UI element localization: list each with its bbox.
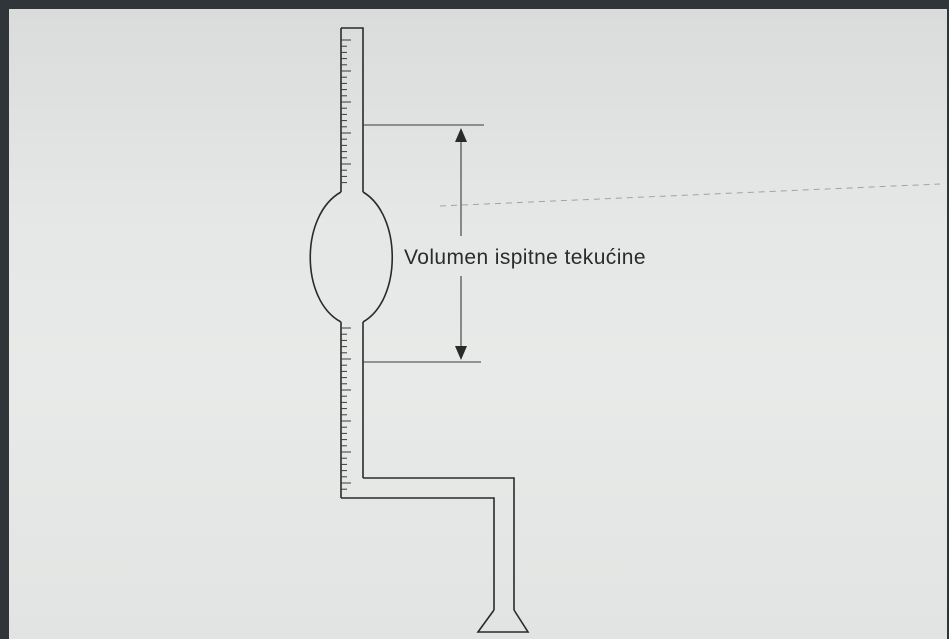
paper-artifact-line (439, 183, 941, 207)
viscometer-tube (309, 27, 530, 633)
bend-inner (363, 477, 515, 610)
paper-sheet (9, 9, 947, 639)
tube-foot (476, 609, 530, 633)
arrow-head-up (455, 128, 467, 142)
bulb-left-wall (309, 191, 342, 323)
bend-outer (341, 497, 495, 610)
upper-graduation-scale (341, 39, 351, 184)
upper-capillary-right (341, 27, 364, 192)
lower-graduation-scale (341, 327, 351, 490)
volume-label: Volumen ispitne tekućine (404, 246, 646, 269)
bulb-right-wall (362, 191, 394, 323)
arrow-head-down (455, 346, 467, 360)
volume-dimension-arrow (455, 128, 467, 360)
